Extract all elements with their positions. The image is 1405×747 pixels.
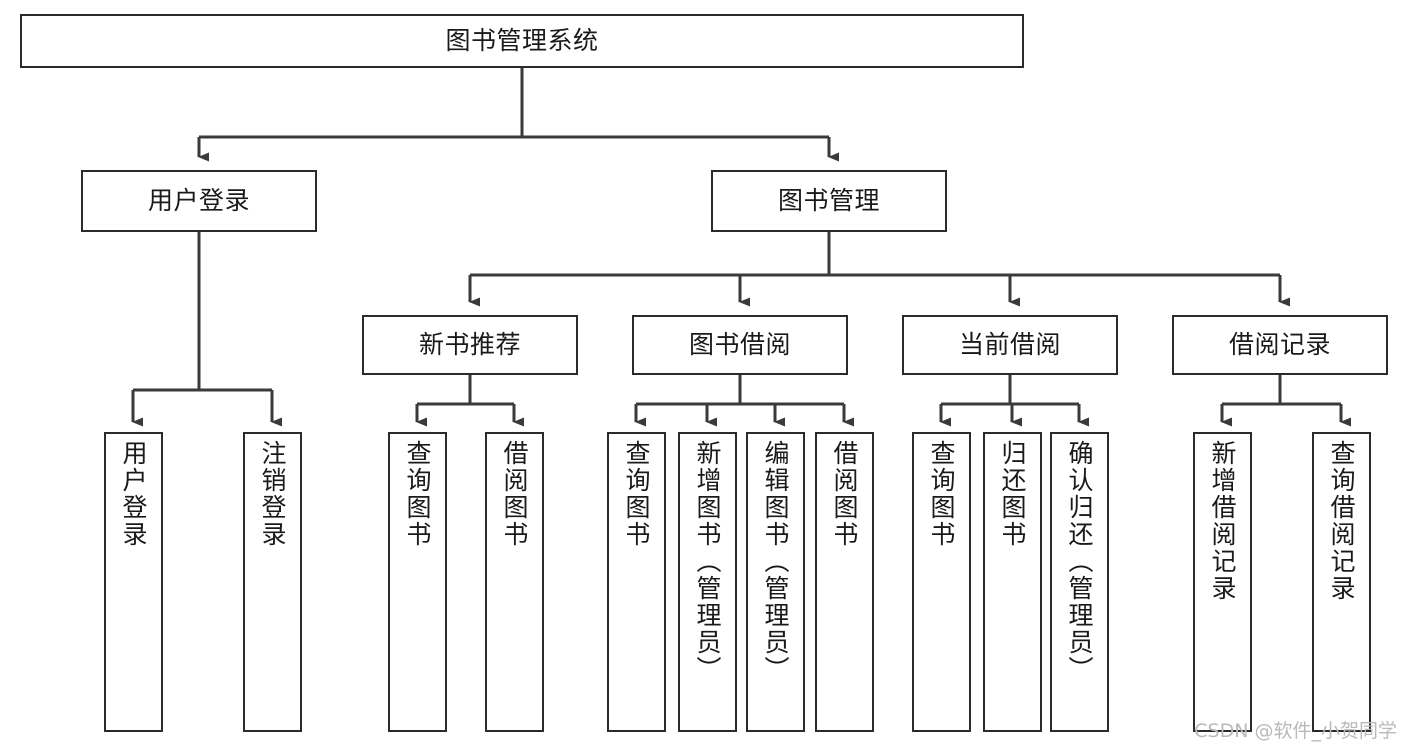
node-leaf-logout-login[interactable]: 注销登录 <box>243 432 302 732</box>
node-book-borrow[interactable]: 图书借阅 <box>632 315 848 375</box>
node-label: 借阅图书 <box>500 440 529 548</box>
node-label: 新增图书（管理员） <box>693 440 722 683</box>
node-current-borrow[interactable]: 当前借阅 <box>902 315 1118 375</box>
node-leaf-confirm-return-admin[interactable]: 确认归还（管理员） <box>1050 432 1109 732</box>
node-leaf-query-book-3[interactable]: 查询图书 <box>912 432 971 732</box>
node-leaf-user-login[interactable]: 用户登录 <box>104 432 163 732</box>
node-borrow-record[interactable]: 借阅记录 <box>1172 315 1388 375</box>
node-leaf-return-book[interactable]: 归还图书 <box>983 432 1042 732</box>
node-leaf-query-borrow-record[interactable]: 查询借阅记录 <box>1312 432 1371 732</box>
node-label: 用户登录 <box>147 185 250 215</box>
node-label: 归还图书 <box>998 440 1027 548</box>
node-label: 查询图书 <box>927 440 956 548</box>
node-label: 注销登录 <box>258 440 287 548</box>
node-label: 新增借阅记录 <box>1208 440 1237 602</box>
node-label: 图书借阅 <box>688 329 791 359</box>
node-label: 借阅图书 <box>830 440 859 548</box>
node-leaf-edit-book-admin[interactable]: 编辑图书（管理员） <box>746 432 805 732</box>
node-label: 查询图书 <box>403 440 432 548</box>
node-label: 查询借阅记录 <box>1327 440 1356 602</box>
node-book-management[interactable]: 图书管理 <box>711 170 947 232</box>
node-label: 当前借阅 <box>958 329 1061 359</box>
node-leaf-add-book-admin[interactable]: 新增图书（管理员） <box>678 432 737 732</box>
node-label: 图书管理系统 <box>445 25 599 55</box>
node-leaf-borrow-book-2[interactable]: 借阅图书 <box>815 432 874 732</box>
node-leaf-borrow-book-1[interactable]: 借阅图书 <box>485 432 544 732</box>
node-label: 图书管理 <box>777 185 880 215</box>
node-user-login[interactable]: 用户登录 <box>81 170 317 232</box>
node-leaf-query-book-1[interactable]: 查询图书 <box>388 432 447 732</box>
node-root-system[interactable]: 图书管理系统 <box>20 14 1024 68</box>
node-label: 用户登录 <box>119 440 148 548</box>
node-leaf-query-book-2[interactable]: 查询图书 <box>607 432 666 732</box>
node-label: 确认归还（管理员） <box>1065 440 1094 683</box>
node-leaf-add-borrow-record[interactable]: 新增借阅记录 <box>1193 432 1252 732</box>
node-label: 编辑图书（管理员） <box>761 440 790 683</box>
node-label: 查询图书 <box>622 440 651 548</box>
csdn-watermark: CSDN @软件_小贺同学 <box>1194 720 1397 742</box>
node-label: 借阅记录 <box>1228 329 1331 359</box>
node-new-book-recommend[interactable]: 新书推荐 <box>362 315 578 375</box>
node-label: 新书推荐 <box>418 329 521 359</box>
